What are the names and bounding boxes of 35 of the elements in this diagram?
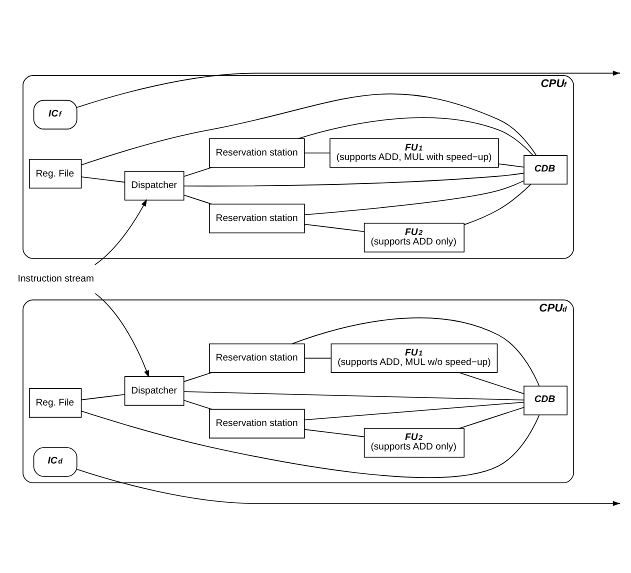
node-box: CDB [524, 386, 568, 416]
arrow [94, 293, 150, 378]
connector [304, 402, 524, 420]
node-box: Reg. File [29, 388, 82, 418]
connector [298, 117, 534, 156]
connector [81, 176, 125, 183]
connector [304, 429, 365, 438]
connector [304, 358, 332, 359]
connector [81, 94, 537, 166]
connector [184, 172, 524, 186]
connector [464, 184, 532, 226]
node-box: Reservation station [209, 204, 305, 234]
connector [184, 372, 212, 382]
connector [291, 318, 540, 386]
connector [184, 400, 212, 410]
arrow [94, 199, 147, 266]
node-box: Reservation station [209, 138, 305, 168]
node-box: Reservation station [209, 343, 305, 373]
connector [80, 410, 540, 478]
connector [304, 152, 330, 154]
connector [304, 180, 524, 216]
connector [304, 224, 365, 232]
node-box: Dispatcher [124, 170, 184, 201]
connector [458, 372, 524, 394]
connector [458, 406, 524, 429]
connector [184, 194, 212, 204]
connector [498, 163, 524, 168]
node-box: Reservation station [209, 408, 305, 438]
node-box: Reg. File [29, 159, 82, 189]
node-box: Dispatcher [124, 376, 184, 406]
connector [81, 394, 125, 400]
connector [184, 167, 212, 177]
node-box: CDB [524, 155, 568, 185]
connector [184, 391, 524, 400]
node-text: Instruction stream [18, 274, 94, 285]
